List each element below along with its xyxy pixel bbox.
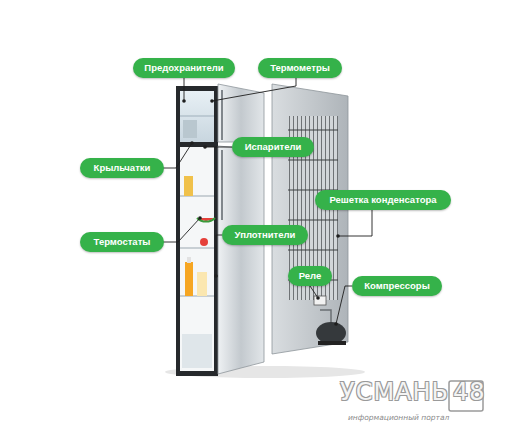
leader-line [216, 235, 222, 276]
leader-dot [316, 296, 320, 300]
rear-cabinet [272, 84, 348, 354]
label-pill: Компрессоры [352, 276, 442, 296]
compressor-pipe [320, 310, 331, 322]
freezer-interior [180, 91, 214, 142]
leader-line [212, 78, 296, 101]
watermark-text: УСМАНЬ [340, 378, 449, 406]
label-pill: Уплотнители [222, 225, 308, 245]
fruit [200, 238, 208, 246]
label-pill: Испарители [232, 137, 314, 157]
leader-line [184, 78, 185, 101]
part-name: Термометры [270, 63, 330, 73]
fridge-door [218, 146, 264, 374]
part-name: Испарители [245, 142, 302, 152]
leader-line [336, 286, 352, 324]
compressor-base [318, 341, 346, 345]
part-name: Уплотнители [235, 230, 296, 240]
leader-line [163, 143, 192, 168]
juice-bottle [185, 262, 193, 296]
watermark-text: информационный портал [348, 413, 449, 422]
fridge-shelf [180, 247, 214, 249]
part-name: Термостаты [94, 237, 151, 247]
leader-line [338, 210, 372, 236]
part-name: Реле [299, 271, 322, 281]
juice-cap [187, 257, 191, 263]
part-name: Решетка конденсатора [329, 195, 436, 205]
part-name: Предохранители [144, 63, 223, 73]
label-pill: Термостаты [80, 232, 164, 252]
leader-line [310, 286, 318, 298]
label-pill: Реле [288, 266, 332, 286]
milk-carton [197, 272, 207, 296]
leader-line [163, 218, 200, 242]
leader-dot [190, 141, 194, 145]
part-name: Крыльчатки [94, 163, 151, 173]
watermark-text: 48 [453, 378, 486, 406]
fridge-body [165, 84, 365, 378]
cabinet-frame [176, 86, 218, 376]
leader-dot [214, 274, 218, 278]
leader-line [205, 147, 232, 148]
label-pill: Решетка конденсатора [315, 190, 451, 210]
relay-symbol [314, 296, 326, 305]
crisper-drawer [182, 334, 212, 368]
leader-dot [182, 99, 186, 103]
fridge-interior [180, 147, 214, 371]
leader-dots [182, 99, 340, 326]
leader-dot [210, 99, 214, 103]
leader-dot [198, 216, 202, 220]
label-pill: Термометры [258, 58, 342, 78]
leader-dot [334, 322, 338, 326]
door-handle [221, 150, 223, 220]
part-name: Компрессоры [364, 281, 430, 291]
leader-dot [203, 145, 207, 149]
freezer-shelf [180, 116, 214, 117]
leader-dot [336, 234, 340, 238]
compressor-symbol [316, 322, 346, 344]
freezer-drawer [183, 120, 197, 138]
label-pill: Предохранители [133, 58, 235, 78]
door-handle [221, 90, 223, 140]
food-jar [184, 176, 193, 196]
label-pill: Крыльчатки [80, 158, 164, 178]
